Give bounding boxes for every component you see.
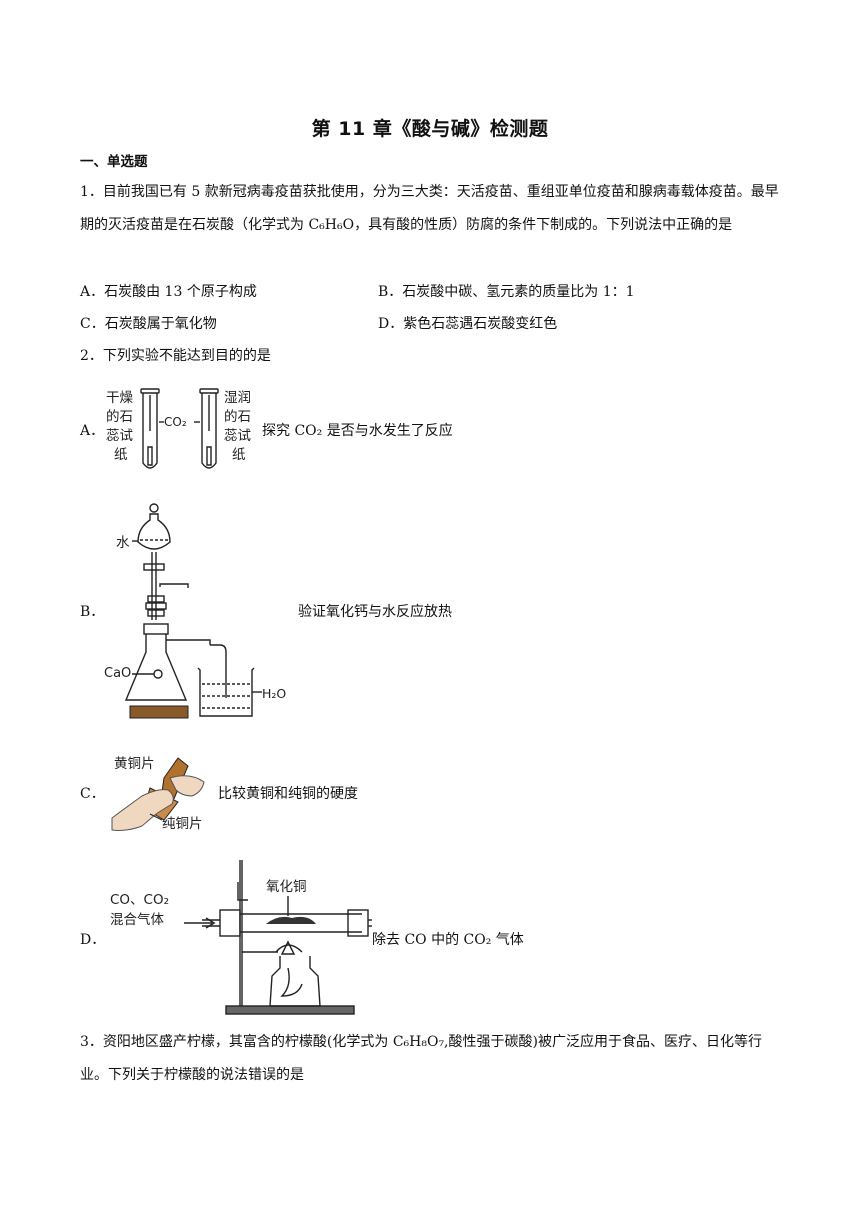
copper-oxide-powder	[266, 916, 316, 924]
flask-stopper	[143, 623, 169, 635]
q1-option-c[interactable]: C．石炭酸属于氧化物	[80, 316, 217, 332]
tube-left-rim	[140, 388, 160, 394]
q2-option-d-text: 除去 CO 中的 CO₂ 气体	[372, 932, 524, 948]
wet-paper-label-2: 的石	[224, 409, 251, 425]
delivery-tube	[210, 644, 227, 698]
wet-paper-label-1: 湿润	[224, 390, 251, 406]
cao-label: CaO	[104, 666, 131, 681]
q2-stem: 2．下列实验不能达到目的的是	[80, 348, 271, 364]
q1-stem: 1．目前我国已有 5 款新冠病毒疫苗获批使用，分为三大类：天活疫苗、重组亚单位疫…	[80, 184, 779, 233]
iron-stand-base	[225, 1005, 355, 1015]
dry-paper-label-2: 的石	[106, 409, 133, 425]
stopcock	[143, 563, 165, 571]
section-heading: 一、单选题	[80, 154, 148, 170]
wet-litmus-strip	[206, 446, 212, 466]
beaker	[197, 667, 255, 717]
q2-option-a-letter[interactable]: A．	[80, 423, 105, 439]
q2-option-d-letter[interactable]: D．	[80, 932, 106, 948]
q2-option-c-text: 比较黄铜和纯铜的硬度	[218, 786, 358, 802]
tube-left	[142, 393, 158, 469]
clamp	[237, 882, 248, 901]
h2o-label: H₂O	[262, 686, 286, 701]
lamp-wick	[280, 967, 303, 997]
test-tubes-figure: 干燥 的石 蕊试 纸 湿润 的石 蕊试 纸 CO₂	[106, 388, 251, 469]
q2-option-c-letter[interactable]: C．	[80, 786, 105, 802]
conical-flask	[124, 634, 188, 701]
hand-right	[169, 775, 205, 797]
q2-option-a-text: 探究 CO₂ 是否与水发生了反应	[262, 423, 453, 439]
dry-litmus-strip	[147, 446, 153, 466]
gas-inlet-arrow	[184, 917, 216, 929]
mixed-gas-label-2: 混合气体	[110, 912, 164, 928]
lamp-flame	[280, 940, 296, 955]
cao-sample	[153, 669, 163, 679]
alcohol-lamp	[269, 956, 321, 1007]
dry-paper-label-4: 纸	[114, 447, 128, 463]
reduction-apparatus-figure: CO、CO₂ 混合气体 氧化铜	[110, 860, 372, 1015]
water-label: 水	[116, 535, 130, 551]
dry-paper-label-3: 蕊试	[106, 428, 133, 444]
wet-paper-label-3: 蕊试	[224, 428, 251, 444]
flask-side-arm	[166, 639, 211, 645]
mixed-gas-label-1: CO、CO₂	[110, 892, 169, 908]
funnel-stopper	[149, 503, 159, 513]
separatory-funnel	[137, 513, 171, 550]
q2-option-b-letter[interactable]: B．	[80, 604, 105, 620]
co2-gas-label: CO₂	[164, 415, 187, 429]
calcium-oxide-apparatus-figure: 水 CaO H₂O	[104, 503, 286, 719]
copper-oxide-label: 氧化铜	[266, 879, 307, 895]
copper-label: 纯铜片	[162, 816, 203, 832]
q1-option-a[interactable]: A．石炭酸由 13 个原子构成	[80, 284, 257, 300]
tube-stopper-right	[347, 909, 369, 937]
scratching-metals-figure: 黄铜片 纯铜片	[111, 756, 205, 832]
wooden-block	[129, 705, 189, 719]
brass-label: 黄铜片	[114, 756, 155, 772]
tube-right	[201, 393, 217, 469]
wet-paper-label-4: 纸	[232, 447, 246, 463]
side-outlet-tube	[159, 583, 189, 588]
page-title: 第 11 章《酸与碱》检测题	[311, 118, 549, 140]
q2-option-b-text: 验证氧化钙与水反应放热	[298, 604, 452, 620]
tube-stopper-left	[219, 909, 241, 937]
q1-option-b[interactable]: B．石炭酸中碳、氢元素的质量比为 1：1	[378, 284, 635, 300]
q3-stem: 3．资阳地区盛产柠檬，其富含的柠檬酸(化学式为 C₆H₈O₇,酸性强于碳酸)被广…	[80, 1034, 762, 1083]
tube-right-rim	[199, 388, 219, 394]
q1-option-d[interactable]: D．紫色石蕊遇石炭酸变红色	[378, 316, 558, 332]
dry-paper-label-1: 干燥	[106, 390, 133, 406]
hand-left	[111, 789, 174, 831]
